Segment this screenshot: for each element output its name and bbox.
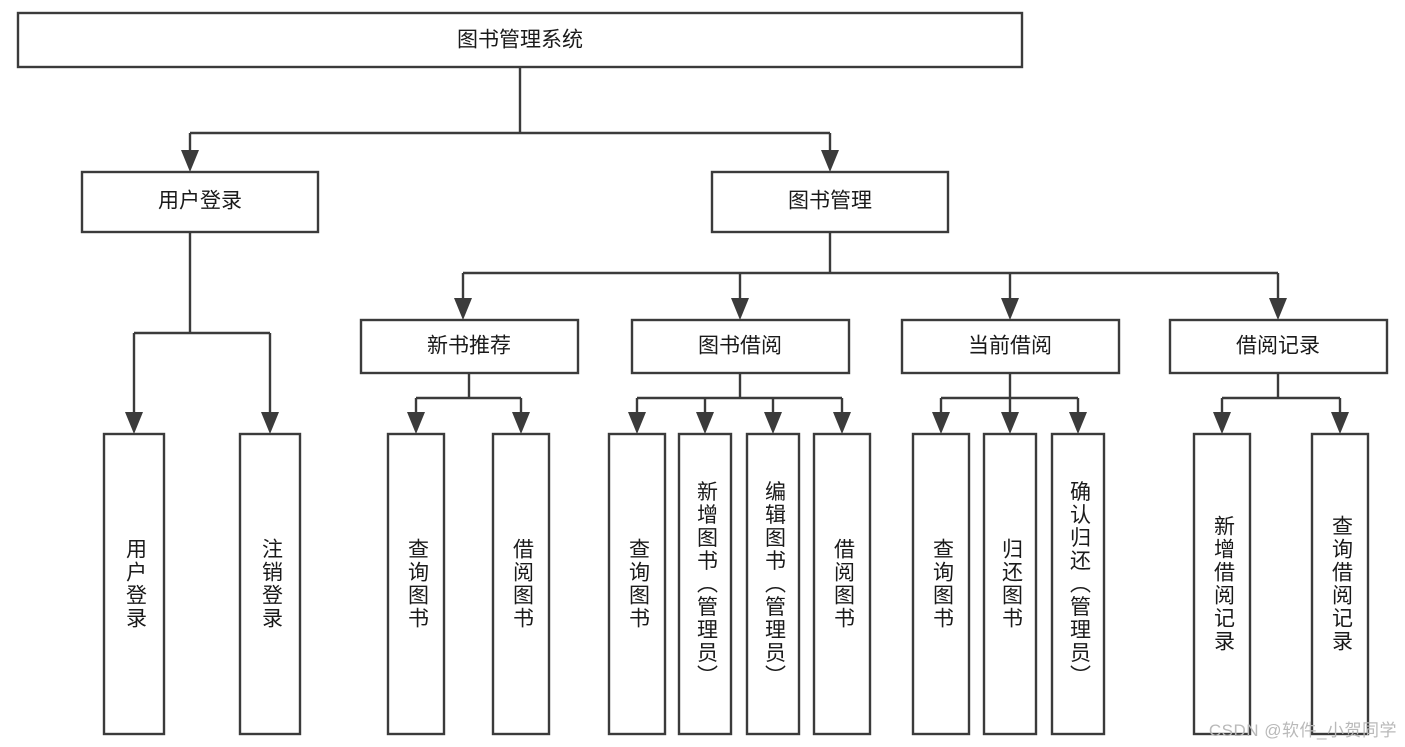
connector-group — [125, 67, 1349, 434]
leaf-query-book-2-label: 查询图书 — [626, 538, 650, 630]
leaf-query-book-1-label: 查询图书 — [405, 538, 429, 630]
arrow-leaf-borrow-book-2 — [833, 412, 851, 434]
arrow-leaf-user-login — [125, 412, 143, 434]
node-book-management-box — [710, 170, 950, 234]
leaf-query-borrow-record-box — [1310, 432, 1370, 736]
leaf-user-login[interactable]: 用户登录 — [102, 432, 166, 736]
arrow-leaf-query-book-1 — [407, 412, 425, 434]
arrow-to-book-borrow — [731, 298, 749, 320]
leaf-return-book-label: 归还图书 — [999, 538, 1023, 630]
leaf-add-borrow-record[interactable]: 新增借阅记录 — [1192, 432, 1252, 736]
node-user-login-box — [80, 170, 320, 234]
leaf-logout-label: 注销登录 — [259, 538, 283, 630]
node-root-system[interactable]: 图书管理系统 — [16, 11, 1024, 69]
arrow-leaf-borrow-book-1 — [512, 412, 530, 434]
arrow-leaf-edit-book — [764, 412, 782, 434]
arrow-leaf-return-book — [1001, 412, 1019, 434]
node-book-management[interactable]: 图书管理 — [710, 170, 950, 234]
node-book-borrow[interactable]: 图书借阅 — [630, 318, 851, 375]
node-book-borrow-label: 图书借阅 — [698, 335, 782, 358]
leaf-user-login-box — [102, 432, 166, 736]
leaf-borrow-book-2-label: 借阅图书 — [831, 538, 855, 630]
leaf-query-book-3-box — [911, 432, 971, 736]
leaf-user-login-label: 用户登录 — [123, 538, 147, 630]
leaf-logout[interactable]: 注销登录 — [238, 432, 302, 736]
arrow-to-current-borrow — [1001, 298, 1019, 320]
leaf-edit-book-admin-label: 编辑图书（管理员） — [762, 481, 786, 688]
leaf-query-book-1[interactable]: 查询图书 — [386, 432, 446, 736]
leaf-confirm-return-admin[interactable]: 确认归还（管理员） — [1050, 432, 1106, 736]
leaf-add-book-admin[interactable]: 新增图书（管理员） — [677, 432, 733, 736]
node-current-borrow-label: 当前借阅 — [968, 335, 1052, 358]
node-root-box — [16, 11, 1024, 69]
leaf-query-book-3[interactable]: 查询图书 — [911, 432, 971, 736]
leaf-query-borrow-record[interactable]: 查询借阅记录 — [1310, 432, 1370, 736]
leaf-edit-book-admin[interactable]: 编辑图书（管理员） — [745, 432, 801, 736]
node-borrow-record-box — [1168, 318, 1389, 375]
arrow-leaf-confirm-return — [1069, 412, 1087, 434]
leaf-borrow-book-2[interactable]: 借阅图书 — [812, 432, 872, 736]
leaf-query-book-3-label: 查询图书 — [930, 538, 954, 630]
arrow-leaf-query-book-3 — [932, 412, 950, 434]
leaf-borrow-book-1-box — [491, 432, 551, 736]
leaf-query-book-2-box — [607, 432, 667, 736]
node-user-login[interactable]: 用户登录 — [80, 170, 320, 234]
arrow-to-borrow-record — [1269, 298, 1287, 320]
leaf-query-borrow-record-label: 查询借阅记录 — [1329, 515, 1353, 653]
arrow-leaf-logout — [261, 412, 279, 434]
leaf-edit-book-admin-box — [745, 432, 801, 736]
node-current-borrow-box — [900, 318, 1121, 375]
arrow-leaf-add-book — [696, 412, 714, 434]
node-book-borrow-box — [630, 318, 851, 375]
node-new-book-recommend-box — [359, 318, 580, 375]
leaf-logout-box — [238, 432, 302, 736]
csdn-watermark: CSDN @软件_小贺同学 — [1208, 721, 1397, 740]
leaf-query-book-1-box — [386, 432, 446, 736]
node-new-book-recommend-label: 新书推荐 — [427, 335, 511, 358]
leaf-borrow-book-2-box — [812, 432, 872, 736]
node-borrow-record-label: 借阅记录 — [1236, 335, 1320, 358]
arrow-leaf-add-record — [1213, 412, 1231, 434]
node-root-label: 图书管理系统 — [457, 29, 583, 52]
arrow-to-new-book-rec — [454, 298, 472, 320]
leaf-confirm-return-admin-box — [1050, 432, 1106, 736]
node-borrow-record[interactable]: 借阅记录 — [1168, 318, 1389, 375]
arrow-to-book-mgmt — [821, 150, 839, 172]
leaf-query-book-2[interactable]: 查询图书 — [607, 432, 667, 736]
leaf-add-borrow-record-label: 新增借阅记录 — [1211, 515, 1235, 653]
arrow-leaf-query-record — [1331, 412, 1349, 434]
leaf-add-book-admin-label: 新增图书（管理员） — [694, 481, 718, 688]
node-new-book-recommend[interactable]: 新书推荐 — [359, 318, 580, 375]
node-current-borrow[interactable]: 当前借阅 — [900, 318, 1121, 375]
leaf-confirm-return-admin-label: 确认归还（管理员） — [1067, 481, 1091, 688]
leaf-borrow-book-1[interactable]: 借阅图书 — [491, 432, 551, 736]
leaf-add-borrow-record-box — [1192, 432, 1252, 736]
node-user-login-label: 用户登录 — [158, 190, 242, 213]
arrow-to-user-login — [181, 150, 199, 172]
node-book-management-label: 图书管理 — [788, 190, 872, 213]
leaf-borrow-book-1-label: 借阅图书 — [510, 538, 534, 630]
leaf-add-book-admin-box — [677, 432, 733, 736]
leaf-return-book-box — [982, 432, 1038, 736]
arrow-leaf-query-book-2 — [628, 412, 646, 434]
leaf-return-book[interactable]: 归还图书 — [982, 432, 1038, 736]
